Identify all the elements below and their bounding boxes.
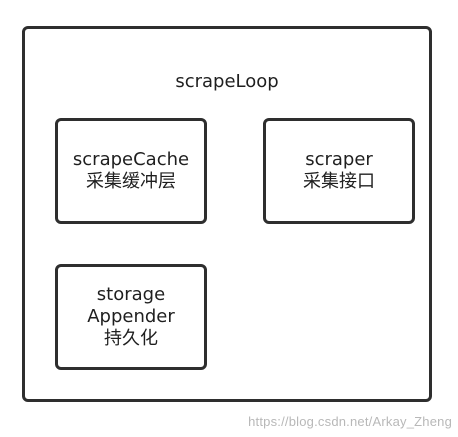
scrape-loop-title: scrapeLoop <box>175 71 279 92</box>
scrape-loop-container: scrapeLoop scrapeCache 采集缓冲层 scraper 采集接… <box>22 26 432 402</box>
scraper-name: scraper <box>305 149 373 170</box>
scrape-cache-desc: 采集缓冲层 <box>86 171 176 192</box>
watermark-url: https://blog.csdn.net/Arkay_Zheng <box>248 414 452 429</box>
storage-name: storage <box>96 284 166 305</box>
scraper-desc: 采集接口 <box>303 171 375 192</box>
scrape-cache-name: scrapeCache <box>72 149 190 170</box>
scrape-cache-node: scrapeCache 采集缓冲层 <box>55 118 207 224</box>
storage-appender: Appender <box>87 306 175 327</box>
scraper-node: scraper 采集接口 <box>263 118 415 224</box>
storage-node: storage Appender 持久化 <box>55 264 207 370</box>
storage-desc: 持久化 <box>104 328 158 349</box>
